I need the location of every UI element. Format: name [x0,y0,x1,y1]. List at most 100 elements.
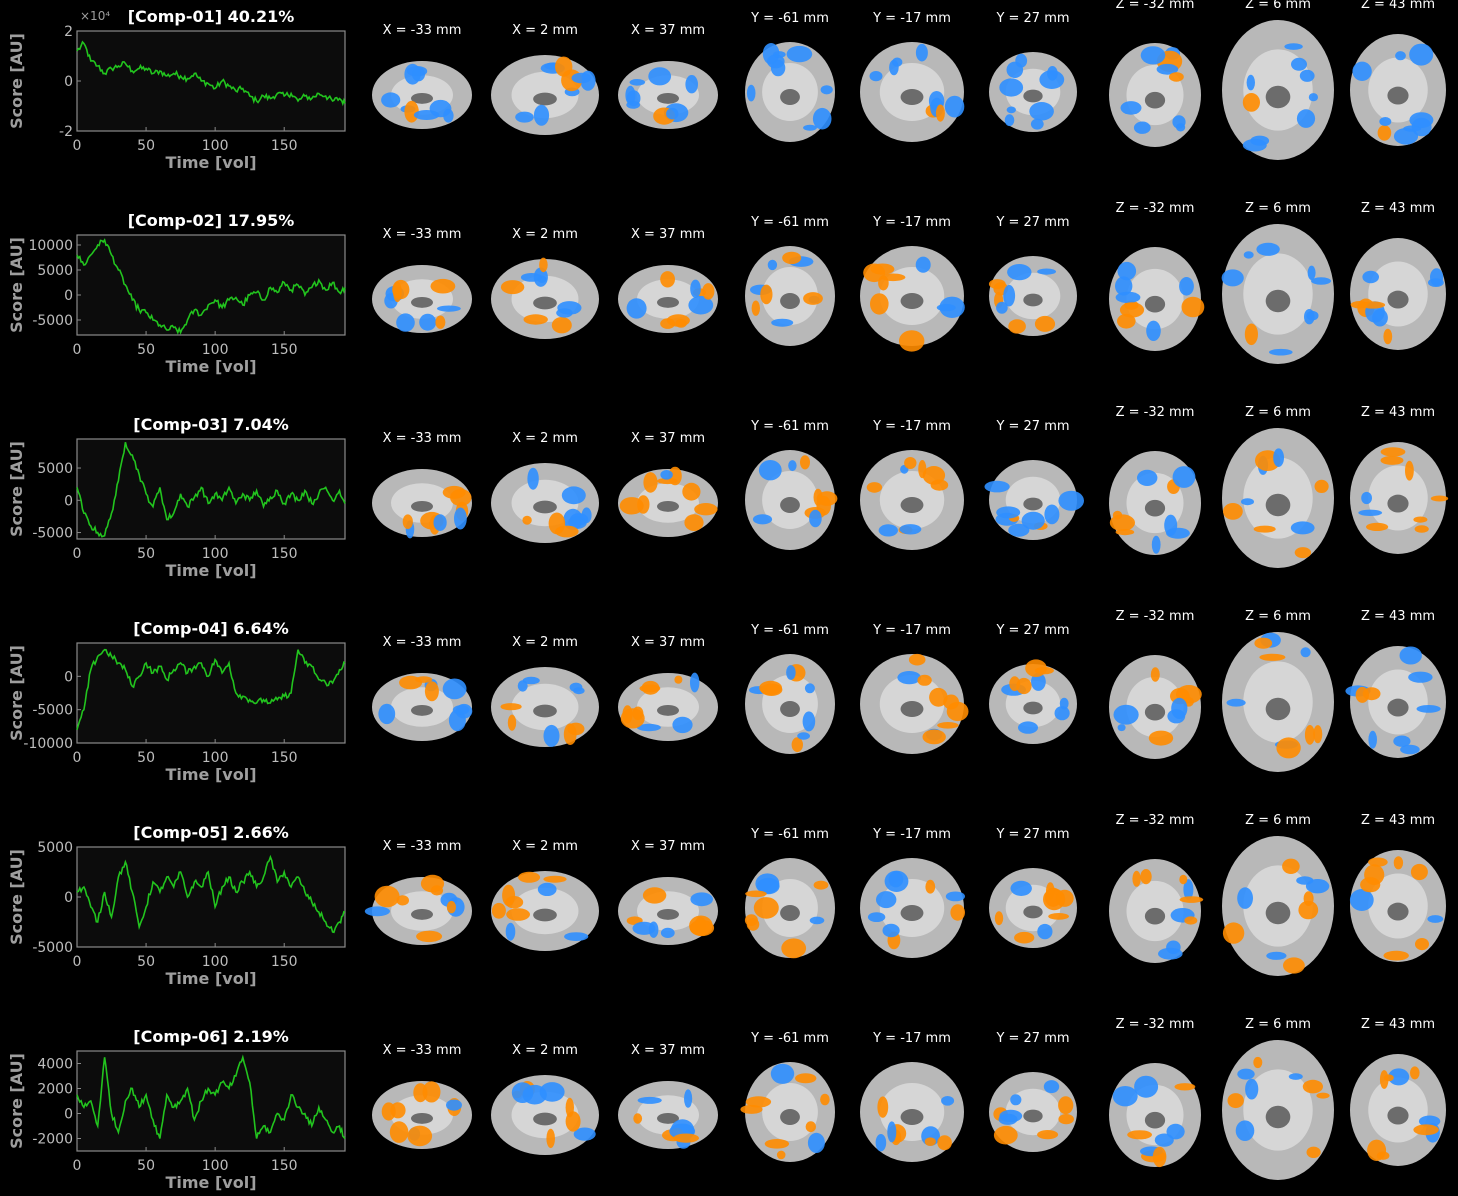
x-tick-label: 100 [202,1158,229,1174]
brain-slice-4: Y = -61 mm [740,1031,835,1162]
negative-activation-blob [1393,128,1419,145]
slice-coordinate-label: Z = 6 mm [1245,813,1311,828]
brain-slice-9: Z = 43 mm [1345,609,1446,758]
slice-coordinate-label: Z = -32 mm [1116,405,1195,420]
negative-activation-blob [1031,672,1046,691]
negative-activation-blob [1409,43,1434,66]
negative-activation-blob [1237,1068,1255,1080]
negative-activation-blob [690,892,713,907]
positive-activation-blob [1043,888,1066,911]
negative-activation-blob [804,683,815,694]
ventricle-shape [657,908,679,920]
negative-activation-blob [786,665,796,680]
negative-activation-blob [996,301,1008,314]
positive-activation-blob [404,100,419,123]
positive-activation-blob [1259,653,1286,661]
negative-activation-blob [543,724,560,747]
slice-coordinate-label: Y = 27 mm [995,11,1069,26]
positive-activation-blob [1140,869,1152,885]
positive-activation-blob [563,723,577,745]
negative-activation-blob [626,101,641,109]
ventricle-shape [1023,905,1043,919]
positive-activation-blob [924,1137,936,1146]
positive-activation-blob [1109,514,1135,531]
y-tick-label: -2000 [32,1132,73,1148]
negative-activation-blob [1003,284,1016,307]
brain-slice-8: Z = 6 mm [1221,201,1334,364]
negative-activation-blob [939,296,965,318]
positive-activation-blob [643,472,658,493]
x-tick-label: 100 [202,546,229,562]
positive-activation-blob [925,879,936,894]
negative-activation-blob [1037,268,1056,275]
brain-slice-8: Z = 6 mm [1222,813,1334,976]
positive-activation-blob [937,722,959,729]
positive-activation-blob [1415,938,1429,951]
ventricle-shape [533,908,557,922]
brain-slice-5: Y = -17 mm [860,1031,964,1162]
positive-activation-blob [1016,677,1032,695]
brain-slice-4: Y = -61 mm [745,11,835,142]
y-tick-label: -10000 [23,736,73,752]
y-tick-label: 0 [64,74,73,90]
y-axis-label: Score [AU] [7,33,26,129]
positive-activation-blob [506,908,530,921]
y-tick-label: 0 [64,669,73,685]
negative-activation-blob [1059,697,1069,710]
negative-activation-blob [876,891,897,909]
positive-activation-blob [1181,296,1205,318]
negative-activation-blob [1140,46,1166,65]
slice-coordinate-label: X = 2 mm [512,227,578,242]
negative-activation-blob [786,45,813,63]
brain-slice-8: Z = 6 mm [1222,0,1334,160]
x-axis-label: Time [vol] [165,561,256,580]
positive-activation-blob [1298,900,1319,920]
x-tick-label: 100 [202,750,229,766]
slice-coordinate-label: Z = -32 mm [1116,1017,1195,1032]
positive-activation-blob [1184,916,1198,925]
slice-coordinate-label: Y = -61 mm [750,11,829,26]
slice-coordinate-label: Z = 43 mm [1361,609,1435,624]
negative-activation-blob [537,882,557,897]
positive-activation-blob [805,1121,816,1133]
ventricle-shape [1387,902,1409,921]
slice-coordinate-label: Z = -32 mm [1116,609,1195,624]
slice-coordinate-label: X = 2 mm [512,23,578,38]
negative-activation-blob [878,524,898,537]
positive-activation-blob [430,278,456,294]
ventricle-shape [657,1112,679,1124]
negative-activation-blob [688,295,714,315]
x-tick-label: 50 [137,546,155,562]
x-tick-label: 150 [271,138,298,154]
positive-activation-blob [522,515,532,525]
ventricle-shape [780,1109,800,1125]
positive-activation-blob [1048,913,1069,920]
negative-activation-blob [1134,1075,1159,1098]
positive-activation-blob [1253,1056,1263,1069]
negative-activation-blob [381,92,401,108]
positive-activation-blob [660,318,676,329]
slice-coordinate-label: X = 37 mm [631,23,705,38]
positive-activation-blob [1058,1114,1074,1125]
positive-activation-blob [904,457,917,469]
positive-activation-blob [1383,1074,1394,1082]
brain-slice-5: Y = -17 mm [860,11,965,142]
positive-activation-blob [880,273,906,282]
slice-coordinate-label: Y = -61 mm [750,623,829,638]
negative-activation-blob [1154,1133,1174,1147]
negative-activation-blob [666,107,679,120]
positive-activation-blob [420,874,445,893]
negative-activation-blob [1183,879,1194,900]
positive-activation-blob [877,1096,889,1118]
ventricle-shape [900,905,924,921]
negative-activation-blob [1291,57,1307,71]
negative-activation-blob [771,318,794,327]
positive-activation-blob [1014,931,1035,944]
negative-activation-blob [1311,277,1332,285]
brain-slice-9: Z = 43 mm [1350,1017,1446,1166]
y-tick-label: 0 [64,890,73,906]
y-tick-label: -5000 [32,940,73,956]
y-tick-label: 5000 [37,263,73,279]
